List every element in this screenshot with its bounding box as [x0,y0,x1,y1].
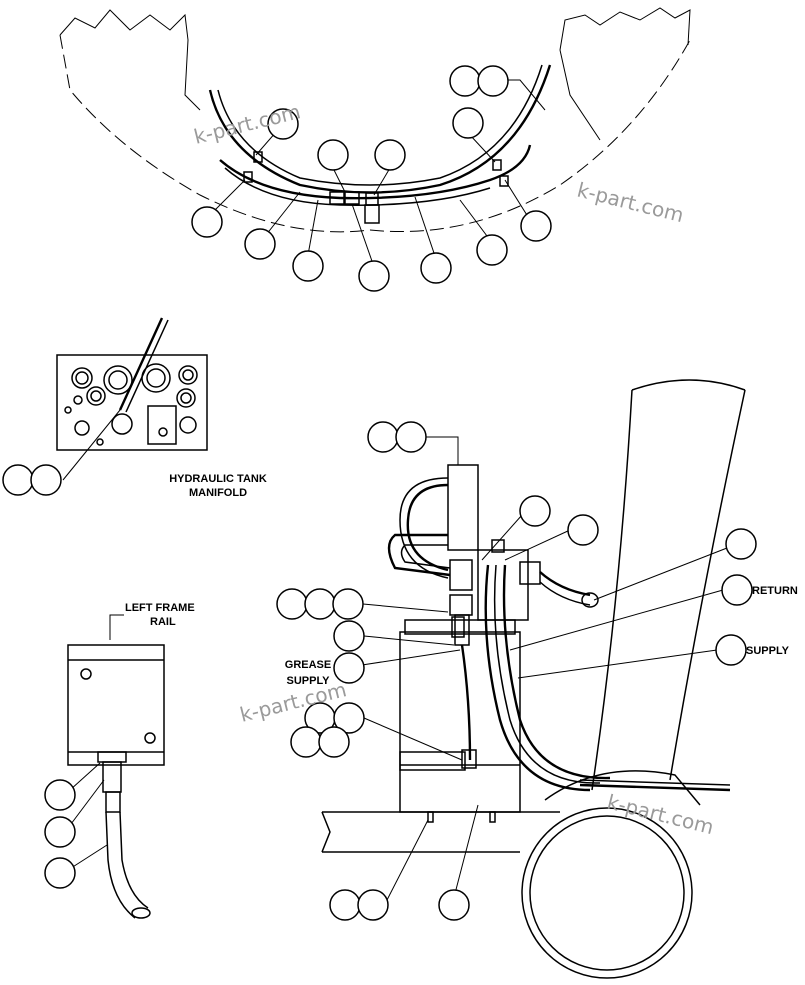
callout-balloon [567,514,599,546]
callout-balloon [721,574,753,606]
callout-balloon [357,889,389,921]
callout-balloon [519,495,551,527]
supply-label: SUPPLY [746,645,790,657]
callout-balloon [333,702,365,734]
top-leaders [204,79,546,265]
watermark: k-part.com [605,790,716,840]
callout-balloon [725,528,757,560]
manifold-label-line2: MANIFOLD [189,487,247,499]
main-assembly [321,379,746,979]
return-label: RETURN [752,585,798,597]
callout-balloon [477,65,509,97]
watermark: k-part.com [191,99,302,149]
callout-balloons [2,65,757,921]
callout-balloon [333,620,365,652]
callout-balloon [476,234,508,266]
callout-balloon [2,464,34,496]
callout-balloon [374,139,406,171]
callout-balloon [304,588,336,620]
callout-balloon [520,210,552,242]
callout-balloon [332,588,364,620]
callout-balloon [358,260,390,292]
callout-balloon [44,779,76,811]
callout-balloon [329,889,361,921]
callout-balloon [367,421,399,453]
grease-label-line2: SUPPLY [286,675,330,687]
main-leaders [361,436,728,906]
callout-balloon [715,634,747,666]
hydraulic-tank-manifold [56,317,208,481]
callout-balloon [44,816,76,848]
callout-balloon [318,726,350,758]
callout-balloon [290,726,322,758]
callout-balloon [452,107,484,139]
frame-rail-label-line2: RAIL [150,616,176,628]
callout-balloon [333,652,365,684]
callout-balloon [420,252,452,284]
callout-balloon [267,108,299,140]
callout-balloon [191,206,223,238]
top-view [59,7,691,233]
frame-rail-label-line1: LEFT FRAME [125,602,195,614]
callout-balloon [317,139,349,171]
callout-balloon [292,250,324,282]
callout-balloon [44,857,76,889]
left-frame-rail [67,614,165,919]
grease-label-line1: GREASE [285,659,331,671]
callout-balloon [438,889,470,921]
manifold-label-line1: HYDRAULIC TANK [169,473,267,485]
callout-balloon [276,588,308,620]
callout-balloon [30,464,62,496]
callout-balloon [244,228,276,260]
callout-balloon [449,65,481,97]
callout-balloon [395,421,427,453]
watermark: k-part.com [575,178,686,228]
